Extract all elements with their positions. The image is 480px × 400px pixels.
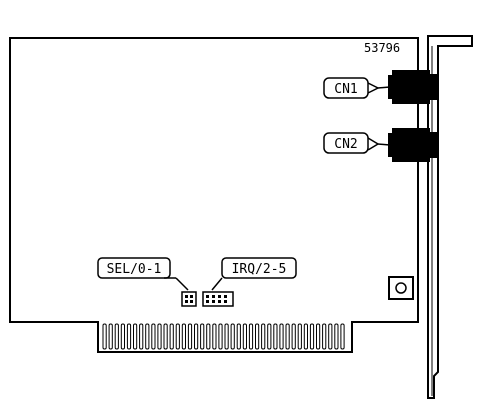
edge-finger	[273, 323, 278, 350]
sel-callout: SEL/0-1	[97, 257, 189, 291]
cn2-connector	[388, 128, 438, 162]
cn1-callout: CN1	[323, 77, 391, 99]
edge-finger	[206, 323, 211, 350]
edge-finger	[181, 323, 187, 350]
edge-finger	[242, 323, 248, 350]
edge-finger	[139, 323, 144, 350]
edge-finger	[151, 323, 156, 350]
irq-jumper-block	[202, 291, 234, 307]
edge-finger	[236, 323, 241, 350]
cn2-callout: CN2	[323, 132, 391, 154]
cn1-connector	[388, 70, 438, 104]
edge-finger	[218, 323, 223, 350]
edge-finger	[187, 323, 193, 350]
cn1-label: CN1	[334, 82, 357, 97]
edge-finger	[114, 323, 119, 350]
edge-connector	[102, 323, 345, 350]
edge-finger	[200, 323, 205, 350]
edge-finger	[297, 323, 302, 350]
edge-finger	[108, 323, 113, 350]
sel-jumper-block	[181, 291, 197, 307]
figure-id: 53796	[364, 41, 400, 55]
edge-finger	[316, 323, 321, 350]
edge-finger	[248, 323, 254, 350]
bracket-screw	[388, 276, 414, 300]
edge-finger	[255, 323, 260, 350]
edge-finger	[224, 323, 229, 350]
irq-label: IRQ/2-5	[232, 262, 287, 277]
edge-finger	[322, 323, 327, 350]
edge-finger	[334, 323, 339, 350]
edge-finger	[133, 323, 138, 350]
edge-finger	[340, 323, 345, 350]
edge-finger	[120, 323, 126, 350]
edge-finger	[279, 323, 284, 350]
edge-finger	[169, 323, 174, 350]
edge-finger	[230, 323, 235, 350]
edge-finger	[267, 323, 272, 350]
sel-label: SEL/0-1	[107, 262, 162, 277]
edge-finger	[126, 323, 132, 350]
edge-finger	[285, 323, 290, 350]
edge-finger	[102, 323, 107, 350]
edge-finger	[212, 323, 217, 350]
edge-finger	[309, 323, 315, 350]
edge-finger	[291, 323, 296, 350]
edge-finger	[328, 323, 333, 350]
edge-finger	[157, 323, 162, 350]
edge-finger	[303, 323, 308, 350]
cn2-label: CN2	[334, 137, 357, 152]
edge-finger	[261, 323, 266, 350]
edge-finger	[163, 323, 168, 350]
edge-finger	[194, 323, 199, 350]
edge-finger	[175, 323, 180, 350]
edge-finger	[145, 323, 150, 350]
irq-callout: IRQ/2-5	[211, 257, 297, 291]
